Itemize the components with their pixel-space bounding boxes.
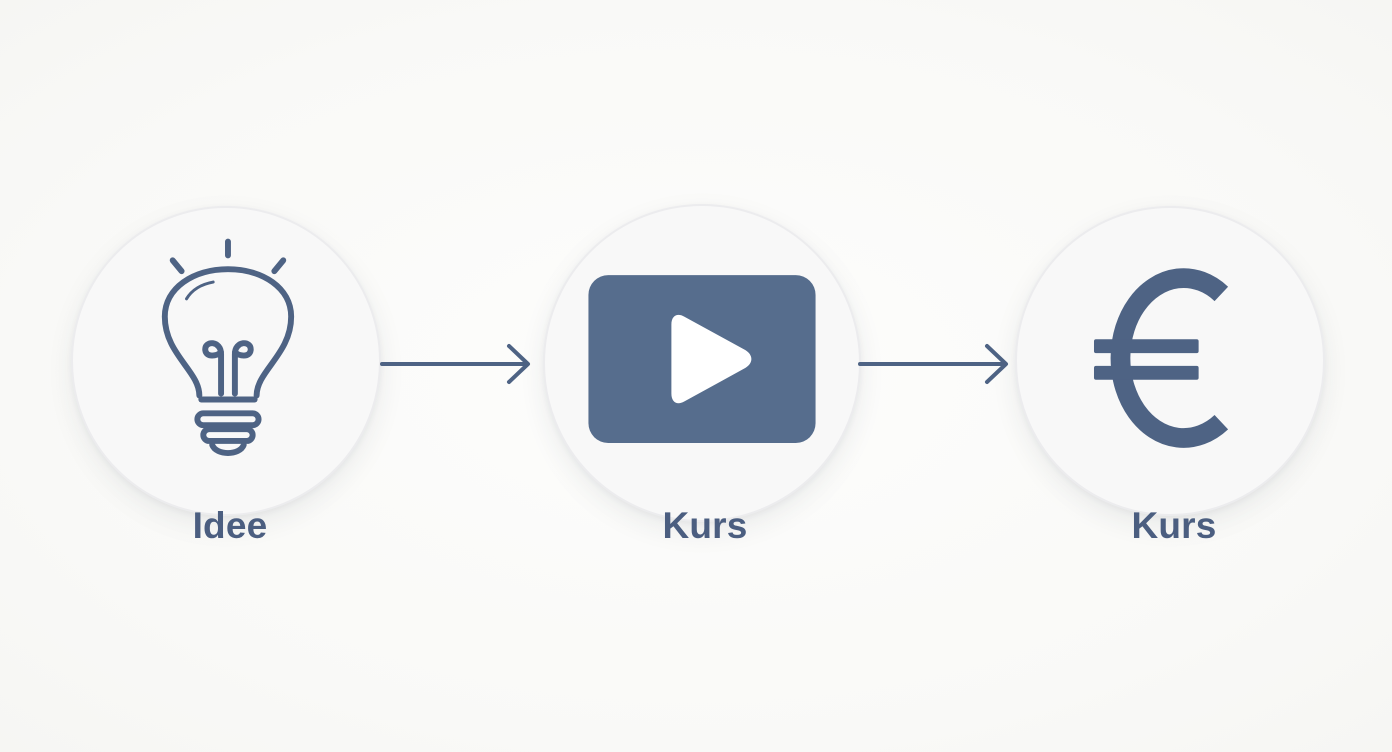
video-play-icon <box>588 275 816 443</box>
arrow-right-icon <box>380 344 530 384</box>
step-label-kurs: Kurs <box>662 505 748 546</box>
step-circle-kurs-euro <box>1015 206 1325 516</box>
arrow-right-icon <box>858 344 1008 384</box>
lightbulb-icon <box>161 238 295 456</box>
euro-icon <box>1093 268 1229 448</box>
step-circle-idee <box>71 206 381 516</box>
step-circle-kurs-video <box>543 204 861 522</box>
step-label-idee: Idee <box>192 505 268 546</box>
step-label-kurs: Kurs <box>1131 505 1217 546</box>
